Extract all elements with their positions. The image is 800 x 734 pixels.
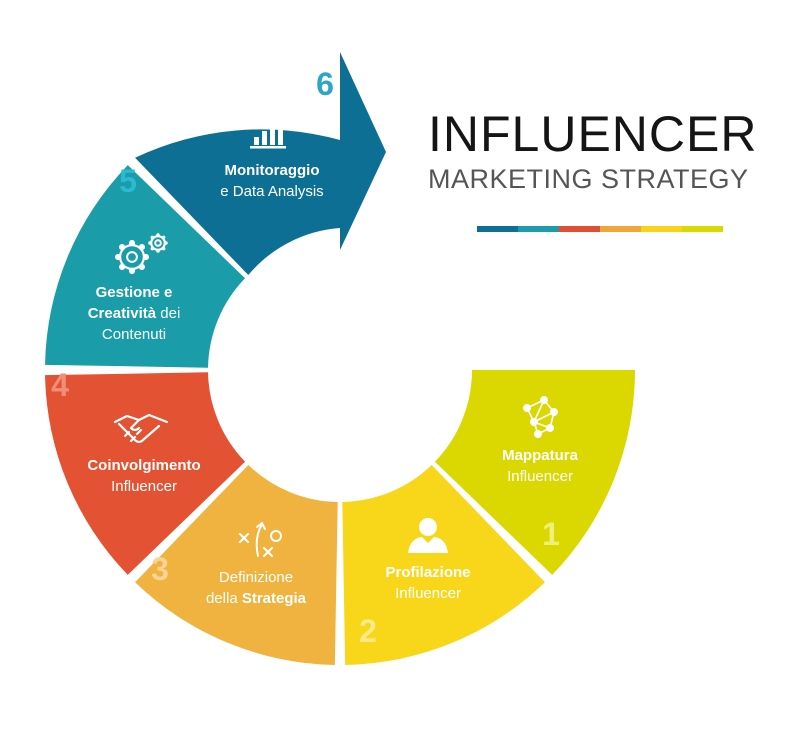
step-5-number: 5	[119, 163, 137, 199]
step-6-segment	[135, 52, 386, 276]
color-bar-swatch	[641, 226, 682, 232]
bar-chart-icon	[250, 123, 286, 149]
color-bar-swatch	[518, 226, 559, 232]
handshake-icon	[113, 413, 169, 444]
title-main: INFLUENCER	[428, 106, 758, 162]
person-icon	[408, 518, 448, 553]
step-3-number: 3	[151, 551, 169, 587]
gears-icon	[114, 233, 168, 275]
step-3-segment	[135, 464, 338, 665]
step-1-segment	[434, 370, 635, 575]
step-4-number: 4	[51, 367, 69, 403]
step-1-number: 1	[542, 516, 560, 552]
color-bar-swatch	[682, 226, 723, 232]
step-5-segment	[45, 165, 246, 368]
color-bar	[477, 226, 723, 232]
step-2-segment	[342, 464, 545, 665]
network-icon	[523, 396, 558, 438]
title-subtitle: MARKETING STRATEGY	[428, 164, 749, 194]
step-4-segment	[45, 372, 246, 575]
color-bar-swatch	[600, 226, 641, 232]
step-2-number: 2	[359, 613, 377, 649]
color-bar-swatch	[559, 226, 600, 232]
strategy-icon	[239, 521, 282, 557]
title-block: INFLUENCER MARKETING STRATEGY	[428, 108, 768, 194]
color-bar-swatch	[477, 226, 518, 232]
step-6-number: 6	[316, 66, 334, 102]
